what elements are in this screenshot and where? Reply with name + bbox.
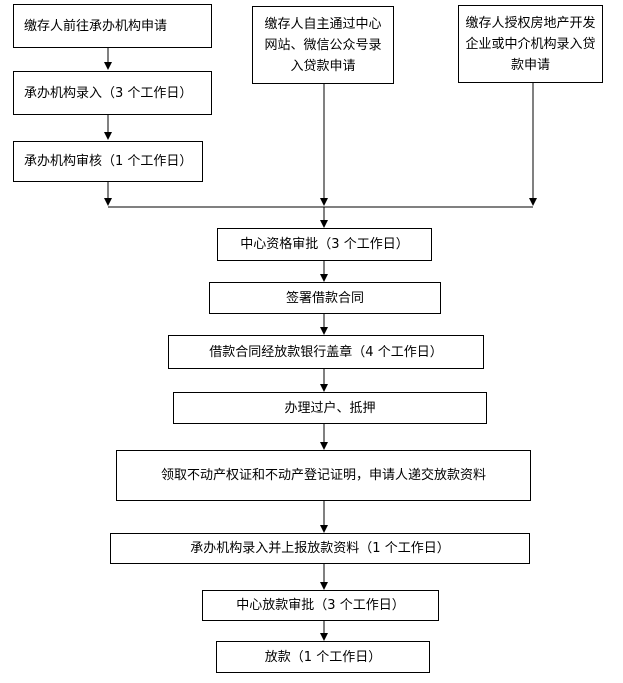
step-agency-report-documents: 承办机构录入并上报放款资料（1 个工作日） xyxy=(110,533,530,564)
step-transfer-and-mortgage: 办理过户、抵押 xyxy=(173,392,487,424)
step-sign-loan-contract: 签署借款合同 xyxy=(209,282,441,314)
step-center-loan-approval: 中心放款审批（3 个工作日） xyxy=(202,590,439,621)
step-center-qualification-approval: 中心资格审批（3 个工作日） xyxy=(217,228,432,261)
step-authorized-developer-application: 缴存人授权房地产开发企业或中介机构录入贷款申请 xyxy=(458,5,603,83)
step-bank-seal-contract: 借款合同经放款银行盖章（4 个工作日） xyxy=(168,335,484,369)
step-self-online-application: 缴存人自主通过中心网站、微信公众号录入贷款申请 xyxy=(252,6,394,84)
step-submit-loan-documents: 领取不动产权证和不动产登记证明，申请人递交放款资料 xyxy=(116,450,531,501)
step-agency-entry: 承办机构录入（3 个工作日） xyxy=(13,71,212,115)
step-disburse-loan: 放款（1 个工作日） xyxy=(216,641,430,673)
step-agency-review: 承办机构审核（1 个工作日） xyxy=(13,141,203,182)
step-apply-at-agency: 缴存人前往承办机构申请 xyxy=(13,4,212,48)
